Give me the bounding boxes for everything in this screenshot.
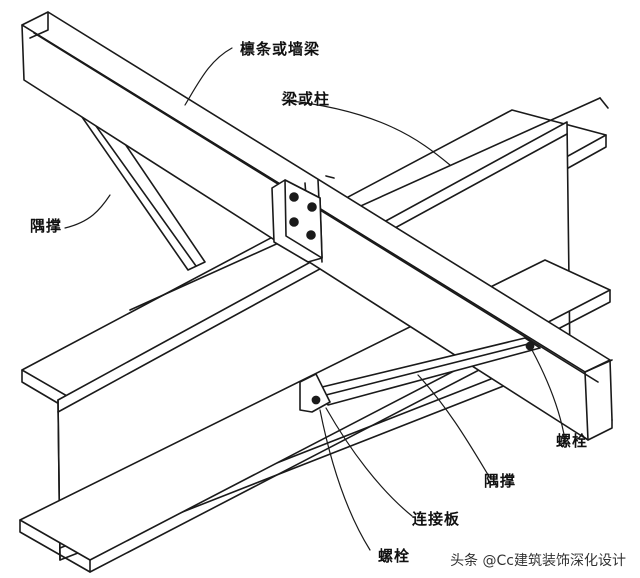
watermark-handle: @Cc建筑装饰深化设计 [482,553,626,569]
watermark-source: 头条 [450,553,479,569]
watermark: 头条 @Cc建筑装饰深化设计 [450,550,626,570]
bolt [289,217,299,227]
bolt [311,395,321,405]
label-beam-column: 梁或柱 [282,90,331,108]
bolt [306,230,316,240]
label-purlin: 檩条或墙梁 [240,40,321,58]
label-connection-plate: 连接板 [412,510,461,528]
bolt [289,192,299,202]
label-right-brace: 隅撑 [484,472,517,490]
top-connection-plate [271,179,323,263]
label-bottom-bolt: 螺栓 [378,547,411,565]
leader-lines [64,47,566,551]
bolt [307,202,317,212]
label-left-brace: 隅撑 [30,217,63,235]
bottom-connection-plate [299,373,331,413]
label-right-bolt: 螺栓 [556,432,589,450]
